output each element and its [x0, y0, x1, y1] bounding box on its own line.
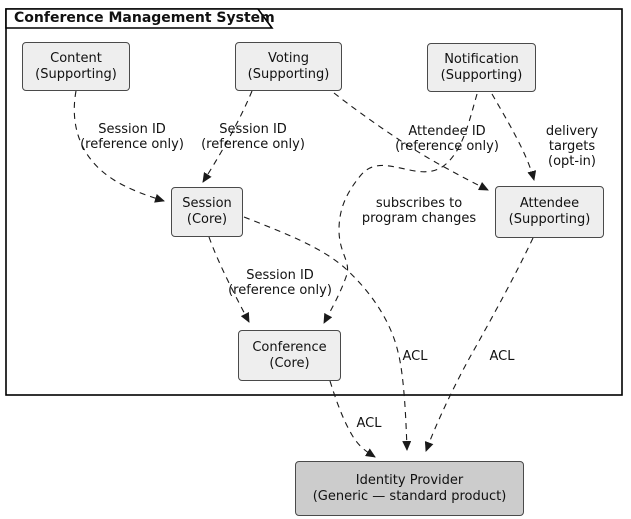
edge-label-acl-session: ACL	[402, 349, 428, 364]
node-attendee-stereotype: (Supporting)	[508, 212, 591, 227]
frame-title: Conference Management System	[14, 10, 275, 26]
node-notification: Notification (Supporting)	[427, 43, 536, 92]
node-conference-stereotype: (Core)	[269, 355, 310, 371]
node-session-stereotype: (Core)	[186, 212, 228, 227]
edge-attendee-to-identity-provider	[424, 237, 534, 452]
edge-voting-to-session	[202, 90, 253, 183]
node-voting-name: Voting	[267, 50, 310, 66]
node-voting-stereotype: (Supporting)	[247, 66, 330, 82]
edge-label-acl-attendee: ACL	[489, 349, 515, 364]
node-content-name: Content	[50, 50, 102, 66]
node-conference: Conference (Core)	[238, 330, 341, 381]
edge-notification-to-attendee	[491, 93, 537, 181]
edge-voting-to-attendee	[333, 92, 489, 191]
node-identity-provider-stereotype: (Generic — standard product)	[312, 488, 507, 504]
edge-label-notification-attendee: delivery targets (opt-in)	[545, 124, 599, 169]
edge-label-voting-attendee: Attendee ID (reference only)	[395, 124, 499, 154]
node-notification-stereotype: (Supporting)	[440, 67, 523, 83]
system-frame-tab	[5, 8, 274, 29]
edge-label-content-session: Session ID (reference only)	[80, 122, 184, 152]
node-identity-provider-name: Identity Provider	[355, 472, 464, 488]
node-voting: Voting (Supporting)	[235, 42, 342, 91]
node-notification-name: Notification	[444, 51, 519, 67]
edge-label-voting-session: Session ID (reference only)	[201, 122, 305, 152]
node-content: Content (Supporting)	[22, 42, 130, 91]
edge-label-session-conference: Session ID (reference only)	[228, 268, 332, 298]
edge-session-to-identity-provider	[243, 216, 412, 451]
edge-conference-to-identity-provider	[329, 380, 376, 458]
node-identity-provider: Identity Provider (Generic — standard pr…	[295, 461, 524, 516]
edge-notification-to-conference	[323, 93, 478, 324]
node-content-stereotype: (Supporting)	[35, 66, 117, 82]
node-session: Session (Core)	[171, 187, 243, 237]
system-frame-border	[5, 8, 623, 396]
node-session-name: Session	[182, 196, 232, 211]
edge-session-to-conference	[208, 236, 250, 323]
edge-label-acl-conference: ACL	[356, 416, 382, 431]
node-conference-name: Conference	[252, 339, 327, 355]
edge-label-notification-conference: subscribes to program changes	[361, 196, 477, 226]
node-attendee-name: Attendee	[519, 196, 580, 211]
node-attendee: Attendee (Supporting)	[495, 186, 604, 238]
edge-content-to-session	[73, 90, 165, 203]
